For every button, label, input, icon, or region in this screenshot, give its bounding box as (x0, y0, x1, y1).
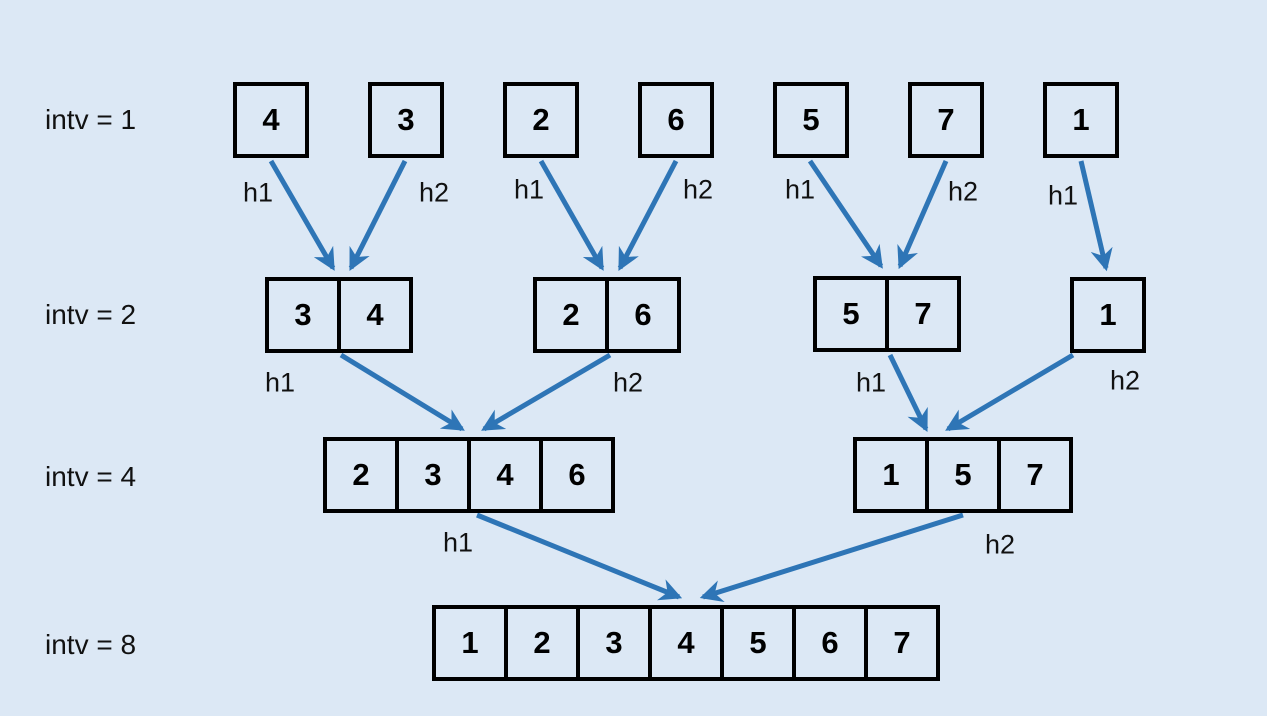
merge-arrow (807, 159, 884, 269)
array-box: 1 2 3 4 5 6 7 (432, 605, 940, 681)
array-box: 6 (638, 82, 714, 158)
value-cell: 7 (908, 82, 984, 158)
value-cell: 6 (638, 82, 714, 158)
merge-arrow (339, 352, 465, 432)
value-cell: 5 (720, 605, 796, 681)
merge-arrow (481, 352, 612, 432)
h-label: h1 (264, 367, 296, 398)
value-cell: 4 (337, 277, 413, 353)
merge-arrow (268, 159, 336, 271)
value-cell: 3 (395, 437, 471, 513)
array-box: 2 6 (533, 277, 681, 353)
value-cell: 1 (853, 437, 929, 513)
h-label: h1 (855, 367, 887, 398)
merge-arrow (887, 353, 929, 433)
value-cell: 4 (467, 437, 543, 513)
merge-arrow (348, 159, 408, 272)
merge-arrow (476, 512, 683, 601)
array-box: 7 (908, 82, 984, 158)
merge-arrow (699, 512, 964, 602)
h-label: h2 (418, 177, 450, 208)
value-cell: 2 (533, 277, 609, 353)
value-cell: 3 (576, 605, 652, 681)
value-cell: 5 (813, 276, 889, 352)
h-label: h2 (1109, 365, 1141, 396)
h-label: h1 (513, 174, 545, 205)
value-cell: 7 (997, 437, 1073, 513)
merge-arrow (617, 159, 679, 271)
value-cell: 2 (504, 605, 580, 681)
value-cell: 1 (432, 605, 508, 681)
value-cell: 3 (265, 277, 341, 353)
array-box: 3 4 (265, 277, 413, 353)
value-cell: 4 (648, 605, 724, 681)
row-label-intv-1: intv = 1 (45, 104, 137, 135)
merge-arrow (1078, 160, 1113, 272)
h-label: h1 (242, 177, 274, 208)
value-cell: 2 (503, 82, 579, 158)
value-cell: 7 (885, 276, 961, 352)
h-label: h2 (612, 367, 644, 398)
array-box: 5 (773, 82, 849, 158)
array-box: 1 5 7 (853, 437, 1073, 513)
array-box: 2 3 4 6 (323, 437, 615, 513)
array-box: 1 (1043, 82, 1119, 158)
value-cell: 5 (925, 437, 1001, 513)
value-cell: 1 (1043, 82, 1119, 158)
value-cell: 7 (864, 605, 940, 681)
merge-arrow (538, 159, 605, 271)
h-label: h1 (442, 527, 474, 558)
h-label: h2 (984, 529, 1016, 560)
value-cell: 2 (323, 437, 399, 513)
row-label-intv-2: intv = 2 (45, 299, 137, 330)
array-box: 2 (503, 82, 579, 158)
value-cell: 1 (1070, 277, 1146, 353)
value-cell: 3 (368, 82, 444, 158)
merge-arrow (945, 352, 1075, 432)
array-box: 4 (233, 82, 309, 158)
value-cell: 6 (539, 437, 615, 513)
h-label: h1 (784, 174, 816, 205)
value-cell: 6 (792, 605, 868, 681)
row-label-intv-4: intv = 4 (45, 461, 137, 492)
value-cell: 5 (773, 82, 849, 158)
array-box: 5 7 (813, 276, 961, 352)
row-label-intv-8: intv = 8 (45, 629, 137, 660)
array-box: 1 (1070, 277, 1146, 353)
value-cell: 4 (233, 82, 309, 158)
h-label: h1 (1047, 180, 1079, 211)
array-box: 3 (368, 82, 444, 158)
h-label: h2 (682, 174, 714, 205)
value-cell: 6 (605, 277, 681, 353)
h-label: h2 (947, 176, 979, 207)
merge-arrow (897, 159, 949, 270)
